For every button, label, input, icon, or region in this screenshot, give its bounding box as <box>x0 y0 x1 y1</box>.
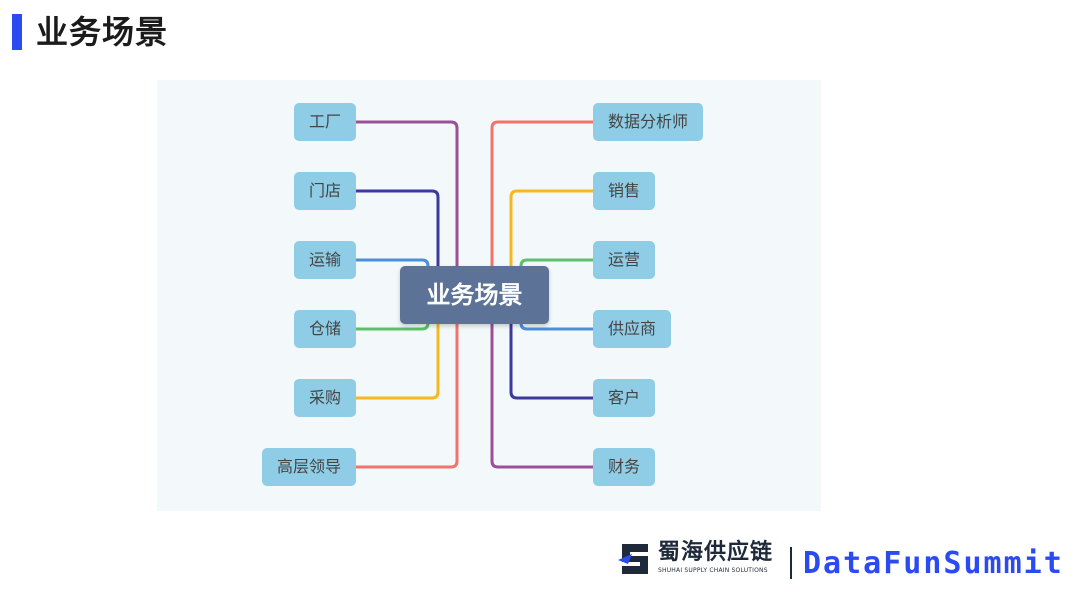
mindmap-center-node[interactable]: 业务场景 <box>400 266 549 324</box>
mindmap-node-right[interactable]: 数据分析师 <box>593 103 703 141</box>
title-accent-bar <box>12 14 22 50</box>
mindmap-node-left[interactable]: 高层领导 <box>262 448 356 486</box>
connector-left <box>354 120 459 297</box>
connector-left <box>354 189 440 297</box>
connector-left <box>354 293 459 469</box>
connector-right <box>519 258 595 297</box>
connector-right <box>490 120 595 297</box>
mindmap-node-left[interactable]: 门店 <box>294 172 356 210</box>
mindmap-node-left[interactable]: 运输 <box>294 241 356 279</box>
mindmap-node-right[interactable]: 销售 <box>593 172 655 210</box>
mindmap-node-left[interactable]: 采购 <box>294 379 356 417</box>
mindmap-node-right[interactable]: 运营 <box>593 241 655 279</box>
logo-english-text: SHUHAI SUPPLY CHAIN SOLUTIONS <box>658 567 768 574</box>
datafun-brand: DataFunSummit <box>803 546 1064 581</box>
connector-left <box>354 293 440 400</box>
mindmap-node-right[interactable]: 财务 <box>593 448 655 486</box>
shuhai-logo-icon <box>618 544 648 574</box>
mindmap-node-left[interactable]: 工厂 <box>294 103 356 141</box>
connector-left <box>354 258 430 297</box>
connector-right <box>509 189 595 297</box>
page-title: 业务场景 <box>36 13 169 51</box>
connector-right <box>490 293 595 469</box>
footer-divider <box>790 547 792 579</box>
mindmap-node-right[interactable]: 客户 <box>593 379 655 417</box>
logo-chinese-text: 蜀海供应链 <box>658 540 774 565</box>
connector-right <box>509 293 595 400</box>
mindmap-node-right[interactable]: 供应商 <box>593 310 671 348</box>
mindmap-node-left[interactable]: 仓储 <box>294 310 356 348</box>
